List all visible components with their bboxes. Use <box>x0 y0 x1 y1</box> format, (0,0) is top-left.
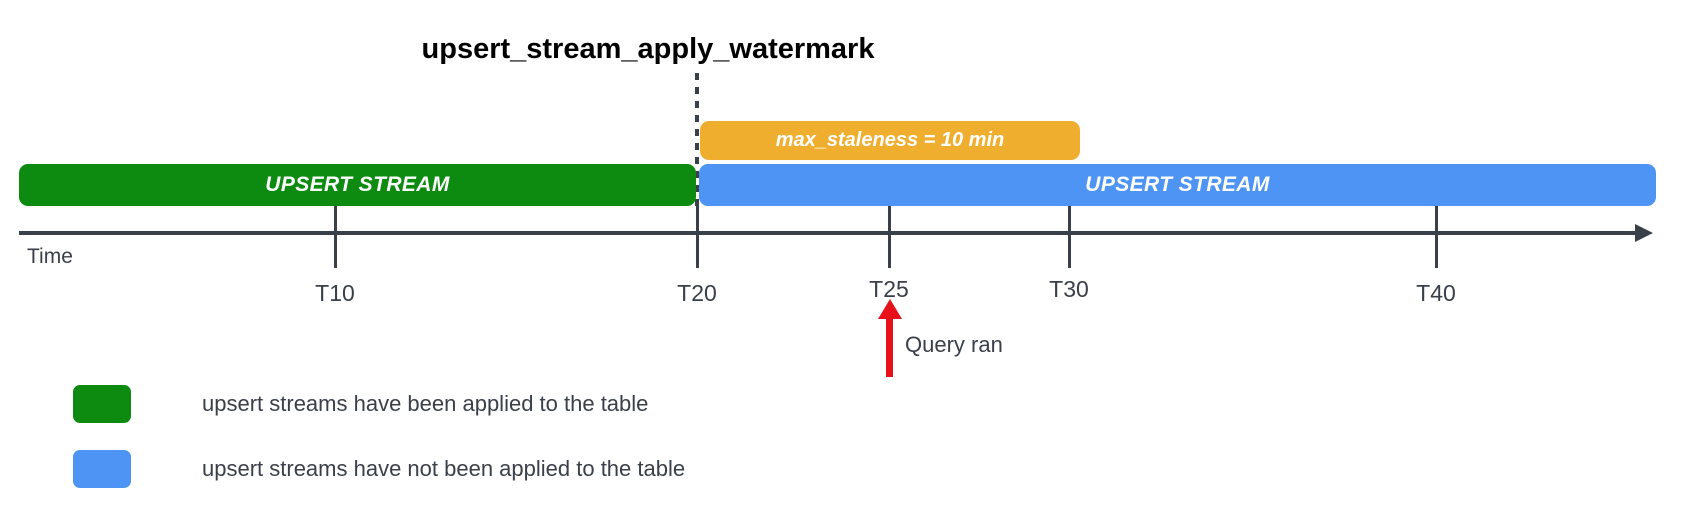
axis-tick-t40 <box>1435 206 1438 268</box>
legend: upsert streams have been applied to the … <box>73 385 685 515</box>
legend-item-applied: upsert streams have been applied to the … <box>73 385 685 423</box>
axis-tick-label-t30: T30 <box>1049 276 1089 302</box>
axis-tick-t10 <box>334 206 337 268</box>
legend-label-applied: upsert streams have been applied to the … <box>202 391 649 416</box>
page-title: upsert_stream_apply_watermark <box>421 33 875 65</box>
axis-tick-t20 <box>696 206 699 268</box>
axis-tick-t30 <box>1068 206 1071 268</box>
legend-item-not-applied: upsert streams have not been applied to … <box>73 450 685 488</box>
max-staleness-label: max_staleness = 10 min <box>775 129 1005 151</box>
axis-tick-label-t20: T20 <box>677 280 717 306</box>
legend-label-not-applied: upsert streams have not been applied to … <box>202 456 686 481</box>
query-ran-label: Query ran <box>905 332 1003 357</box>
query-ran-arrow-shaft <box>886 315 893 377</box>
axis-tick-label-t25: T25 <box>869 276 909 302</box>
axis-tick-label-t10: T10 <box>315 280 355 306</box>
query-ran-arrow-icon <box>878 299 902 319</box>
time-axis-arrow-icon <box>1635 224 1653 242</box>
upsert-stream-bar-not-applied-label: UPSERT STREAM <box>1085 173 1270 196</box>
legend-swatch-applied-icon <box>73 385 131 423</box>
axis-tick-label-t40: T40 <box>1416 280 1456 306</box>
upsert-stream-bar-applied: UPSERT STREAM <box>19 164 696 206</box>
time-axis-line <box>19 231 1644 235</box>
max-staleness-box: max_staleness = 10 min <box>700 121 1080 160</box>
watermark-dotted-line <box>695 73 699 206</box>
upsert-stream-bar-applied-label: UPSERT STREAM <box>265 173 450 196</box>
time-axis-caption: Time <box>27 245 73 268</box>
legend-swatch-not-applied-icon <box>73 450 131 488</box>
axis-tick-t25 <box>888 206 891 268</box>
upsert-stream-bar-not-applied: UPSERT STREAM <box>699 164 1656 206</box>
